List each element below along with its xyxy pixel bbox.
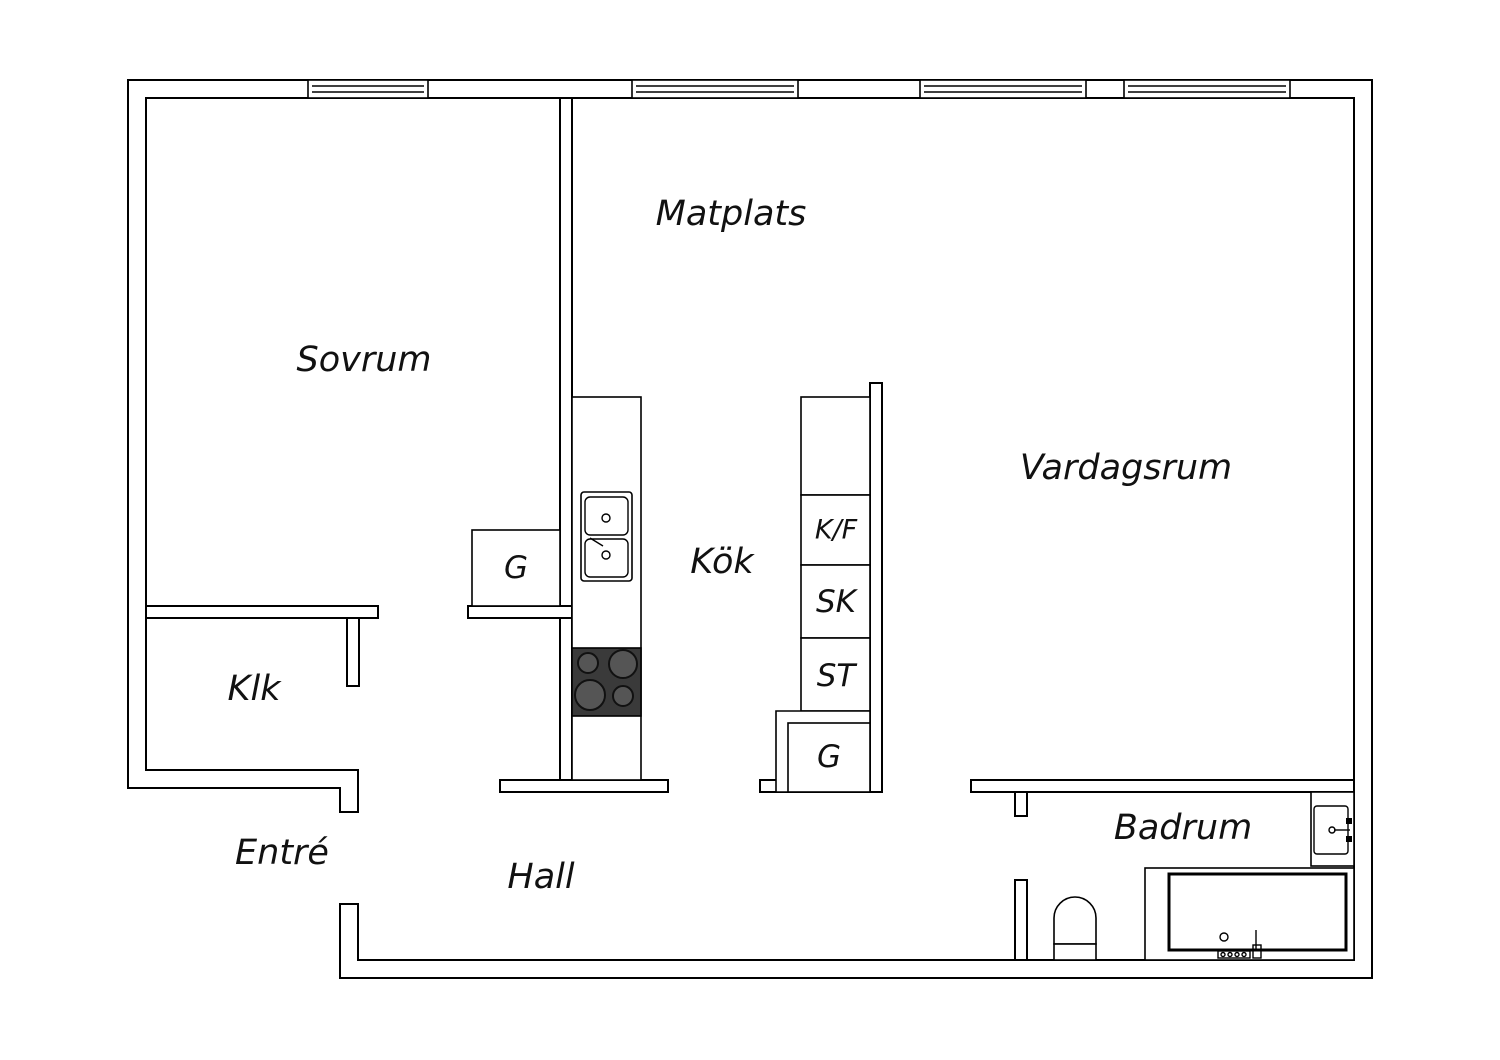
window-icon xyxy=(1123,79,1291,99)
cabinet-sk: SK xyxy=(800,564,871,639)
kitchen-cabinets: K/F SK ST G xyxy=(775,396,871,793)
windows xyxy=(307,79,1291,99)
sink-icon xyxy=(580,491,633,582)
room-label-hall: Hall xyxy=(507,857,574,897)
toilet-icon xyxy=(1053,896,1097,961)
window-icon xyxy=(307,79,429,99)
kitchen-counter xyxy=(571,396,642,781)
room-label-sovrum: Sovrum xyxy=(296,340,431,380)
stove-icon xyxy=(571,647,642,717)
bathtub-icon xyxy=(1144,867,1355,961)
fridge-freezer-label: K/F xyxy=(815,515,858,546)
window-icon xyxy=(631,79,799,99)
bathroom-fixtures xyxy=(1053,791,1355,961)
room-label-kok: Kök xyxy=(690,542,755,582)
room-label-entre: Entré xyxy=(235,833,329,873)
window-icon xyxy=(919,79,1087,99)
wardrobe-kitchen-label: G xyxy=(817,739,841,775)
fridge-freezer: K/F xyxy=(800,494,871,566)
room-label-badrum: Badrum xyxy=(1114,808,1252,848)
wardrobe-kitchen: G xyxy=(775,710,871,793)
wardrobe-hall: G xyxy=(471,529,561,607)
cabinet-sk-label: SK xyxy=(816,584,859,620)
wardrobe-hall-label: G xyxy=(504,550,528,586)
room-labels: Matplats Sovrum Vardagsrum Kök Klk Entré… xyxy=(228,194,1253,897)
cabinet-st: ST xyxy=(800,637,871,712)
washbasin-icon xyxy=(1310,791,1355,867)
room-label-vardagsrum: Vardagsrum xyxy=(1020,448,1232,488)
room-label-matplats: Matplats xyxy=(656,194,807,234)
room-label-klk: Klk xyxy=(228,669,283,709)
cabinet-st-label: ST xyxy=(817,658,858,694)
